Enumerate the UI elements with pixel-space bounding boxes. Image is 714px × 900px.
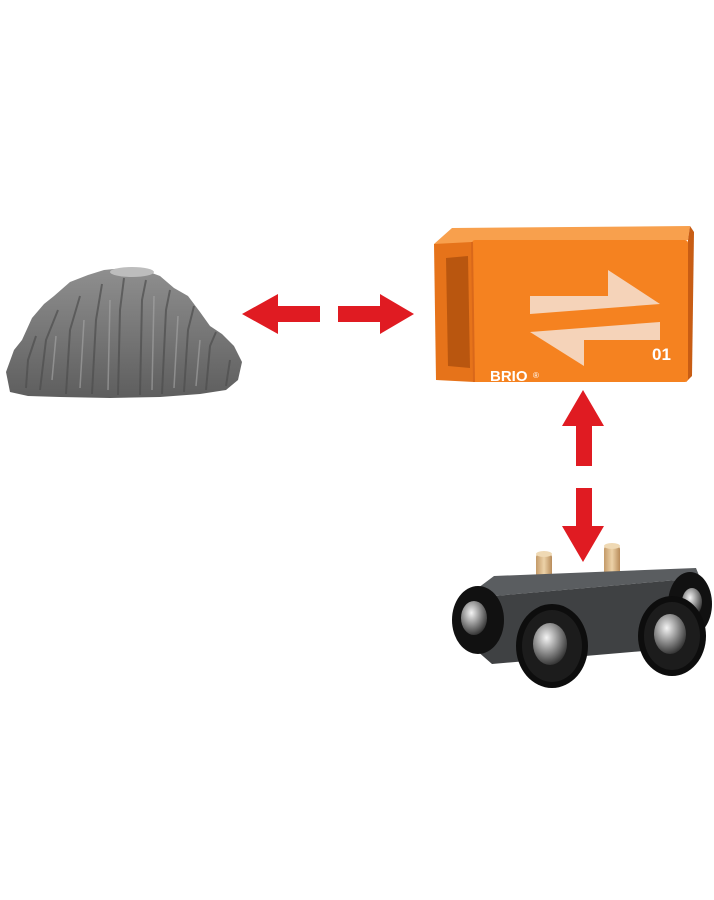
arrow-up-segment: [562, 390, 604, 466]
rock-top: [110, 267, 154, 277]
wagon-peg-right: [604, 546, 620, 578]
rock-ridges: [25, 277, 231, 396]
container-top: [434, 226, 690, 244]
arrow-left-segment: [242, 294, 320, 334]
arrow-right-segment: [338, 294, 414, 334]
wagon: [452, 543, 712, 688]
arrow-down-segment: [562, 488, 604, 562]
container-registered-mark: ®: [533, 371, 539, 380]
rock-cargo: [6, 267, 242, 398]
container-front: [472, 240, 688, 382]
rock-container-connector: [242, 294, 414, 334]
container-opening: [446, 256, 470, 368]
container-brand: BRIO: [490, 368, 528, 385]
rock-body: [6, 268, 242, 398]
wagon-top: [478, 568, 700, 596]
swap-arrows-icon: [530, 270, 660, 366]
rock-highlights: [51, 295, 201, 391]
container-number: 01: [652, 345, 671, 364]
cargo-container: BRIO ® 01: [434, 226, 694, 385]
container-wagon-connector: [562, 390, 604, 562]
